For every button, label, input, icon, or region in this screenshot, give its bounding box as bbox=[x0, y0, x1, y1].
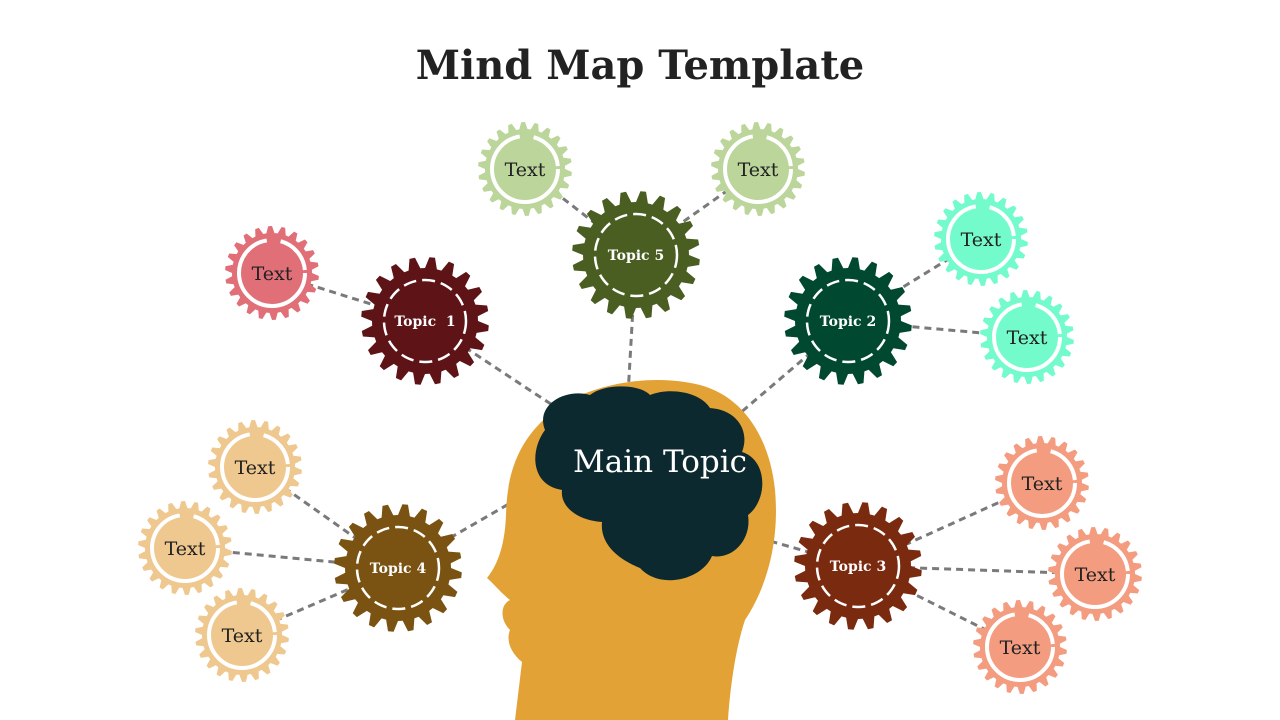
subtopic-label: Text bbox=[222, 625, 263, 647]
topic-gear-topic-3: Topic 3 bbox=[794, 502, 922, 630]
gear-ring bbox=[985, 612, 1055, 682]
subtopic-gear-2: Text bbox=[478, 122, 572, 216]
gear-ring bbox=[220, 432, 290, 502]
subtopic-gear-8: Text bbox=[195, 588, 289, 682]
gear-ring bbox=[237, 238, 307, 308]
subtopic-label: Text bbox=[1000, 637, 1041, 659]
topic-gear-topic-4: Topic 4 bbox=[334, 504, 462, 632]
gear-ring bbox=[723, 134, 793, 204]
gear-ring bbox=[946, 204, 1016, 274]
subtopic-label: Text bbox=[1075, 564, 1116, 586]
gear-ring bbox=[1007, 448, 1077, 518]
gear-icon bbox=[361, 257, 489, 385]
subtopic-label: Text bbox=[961, 229, 1002, 251]
subtopic-label: Text bbox=[165, 538, 206, 560]
subtopic-gear-3: Text bbox=[711, 122, 805, 216]
topic-gear-topic-5: Topic 5 bbox=[572, 191, 700, 319]
gear-icon bbox=[334, 504, 462, 632]
gear-icon bbox=[794, 502, 922, 630]
subtopic-label: Text bbox=[252, 263, 293, 285]
subtopic-gear-7: Text bbox=[138, 501, 232, 595]
subtopic-label: Text bbox=[1007, 327, 1048, 349]
subtopic-gear-11: Text bbox=[973, 600, 1067, 694]
gear-dashed-ring bbox=[805, 278, 891, 364]
subtopic-gear-9: Text bbox=[995, 436, 1089, 530]
topic-label: Topic 4 bbox=[370, 561, 427, 577]
topic-label: Topic 2 bbox=[820, 314, 876, 330]
subtopic-label: Text bbox=[235, 457, 276, 479]
gear-ring bbox=[1060, 539, 1130, 609]
subtopic-gear-10: Text bbox=[1048, 527, 1142, 621]
subtopic-gear-4: Text bbox=[934, 192, 1028, 286]
subtopic-gear-5: Text bbox=[980, 290, 1074, 384]
subtopic-label: Text bbox=[1022, 473, 1063, 495]
gear-dashed-ring bbox=[815, 523, 901, 609]
topic-label: Topic 1 bbox=[394, 314, 455, 330]
topic-label: Topic 3 bbox=[830, 559, 886, 575]
gear-ring bbox=[150, 513, 220, 583]
gear-dashed-ring bbox=[382, 278, 468, 364]
gear-dashed-ring bbox=[593, 212, 679, 298]
topic-label: Topic 5 bbox=[608, 248, 664, 264]
gear-ring bbox=[490, 134, 560, 204]
gear-icon bbox=[572, 191, 700, 319]
main-topic-label: Main Topic bbox=[573, 444, 747, 480]
page-title: Mind Map Template bbox=[415, 42, 865, 89]
subtopic-gear-6: Text bbox=[208, 420, 302, 514]
gear-icon bbox=[784, 257, 912, 385]
gear-ring bbox=[207, 600, 277, 670]
connector-topic-3-main bbox=[737, 530, 859, 568]
gear-ring bbox=[992, 302, 1062, 372]
subtopic-label: Text bbox=[738, 159, 779, 181]
subtopic-label: Text bbox=[505, 159, 546, 181]
head-silhouette: Main Topic bbox=[487, 380, 776, 720]
subtopic-gear-1: Text bbox=[225, 226, 319, 320]
gear-dashed-ring bbox=[355, 525, 441, 611]
topic-gear-topic-2: Topic 2 bbox=[784, 257, 912, 385]
brain-shape bbox=[535, 386, 763, 581]
topic-gear-topic-1: Topic 1 bbox=[361, 257, 489, 385]
